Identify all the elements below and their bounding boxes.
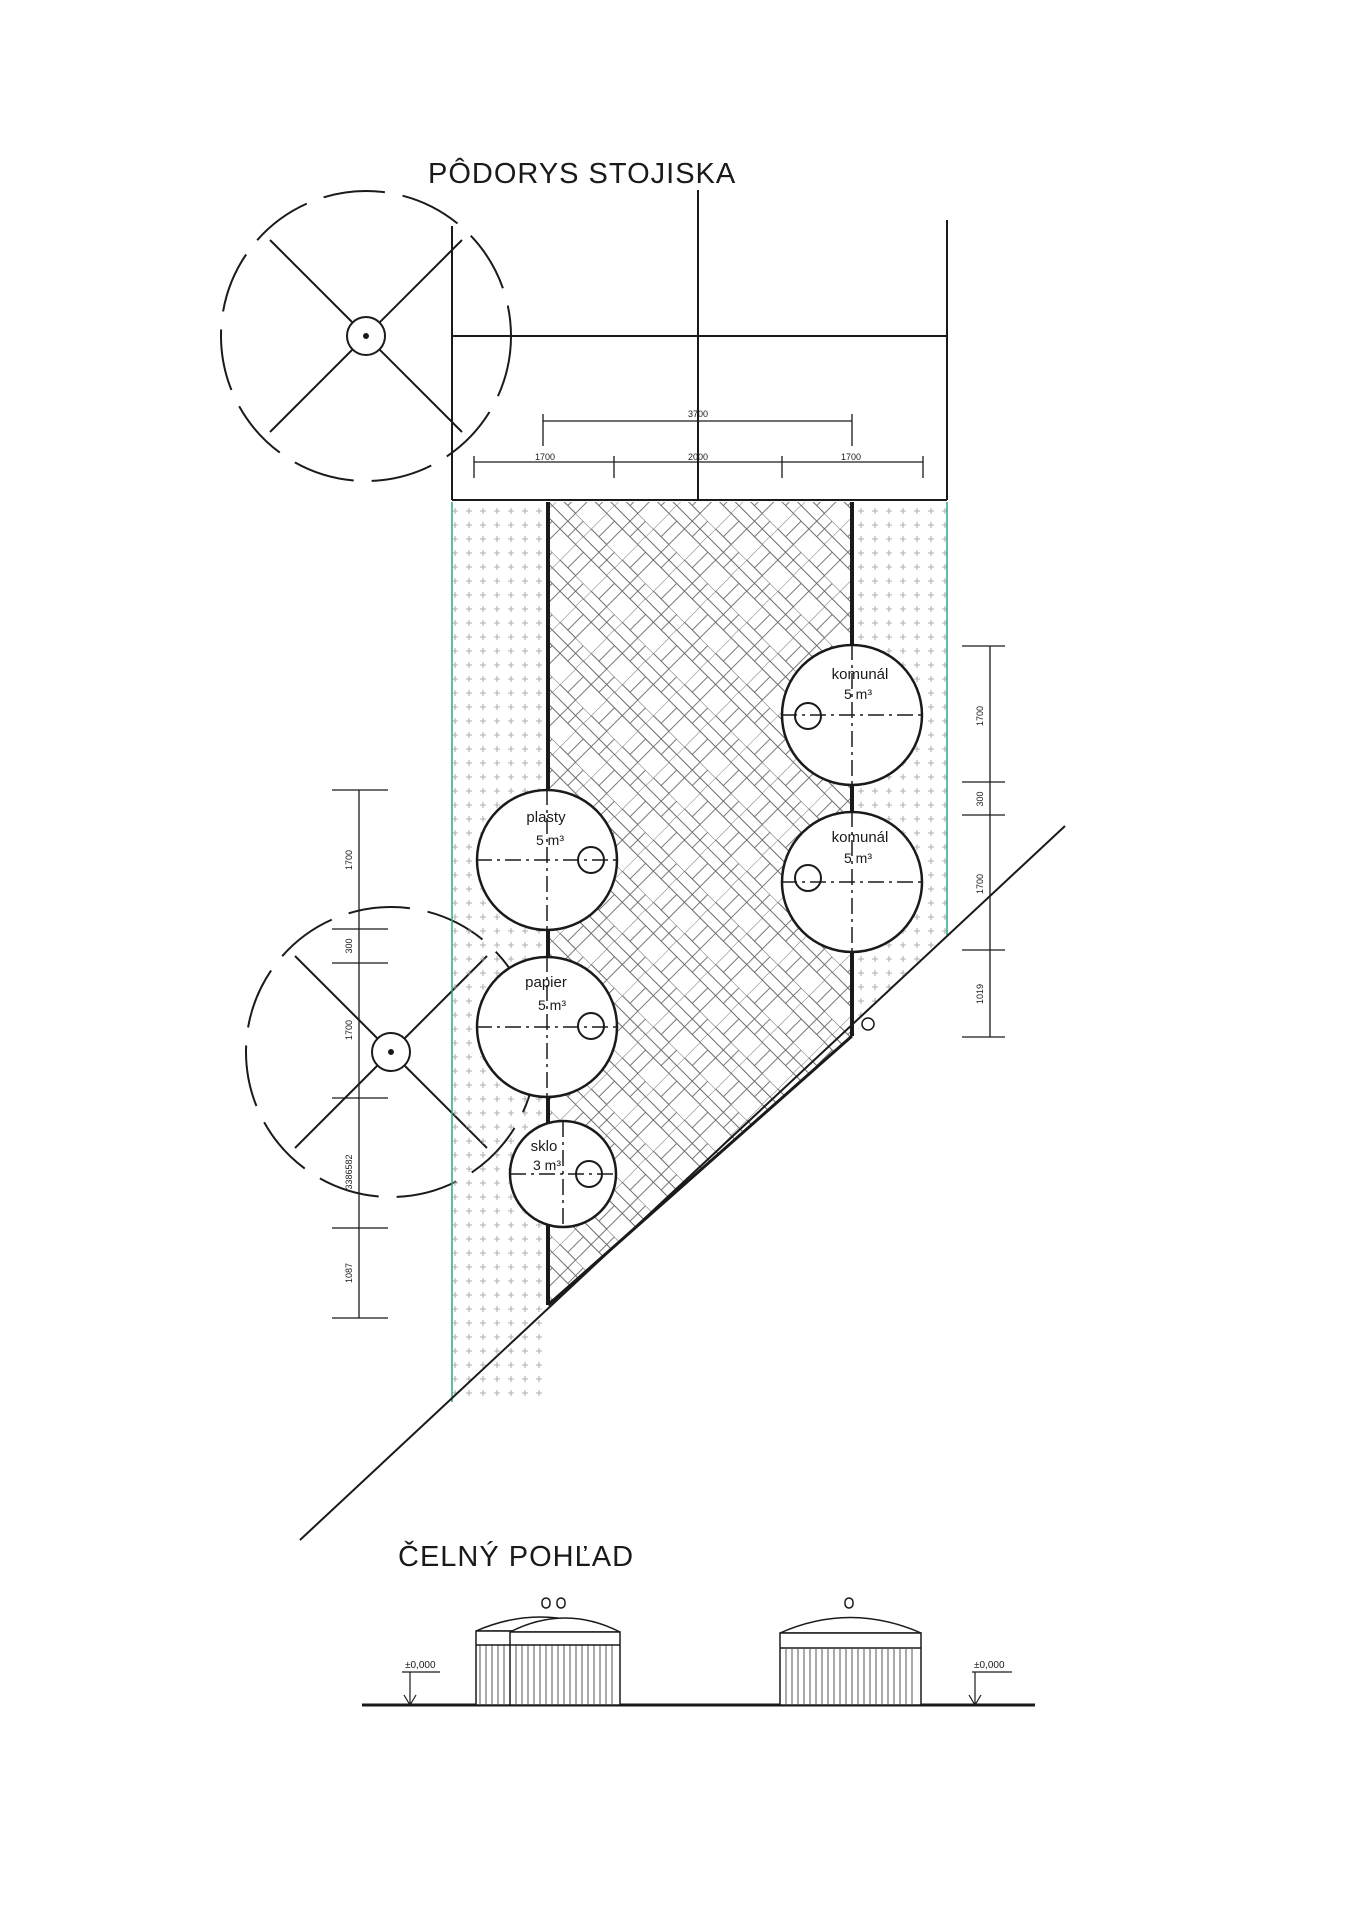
- front-view-title: ČELNÝ POHĽAD: [398, 1541, 635, 1573]
- plan-title: PÔDORYS STOJISKA: [428, 158, 737, 190]
- container-label: komunál: [832, 666, 889, 683]
- site-frame: [451, 190, 948, 501]
- container-sklo: sklo 3 m³: [508, 1119, 618, 1229]
- container-plasty: plasty 5 m³: [475, 788, 619, 932]
- dim-right-3: 1700: [975, 874, 985, 894]
- container-komunal-2: komunál 5 m³: [780, 810, 924, 954]
- dim-right-1: 1700: [975, 706, 985, 726]
- level-label-right: ±0,000: [974, 1660, 1005, 1671]
- dimensions-left: [332, 789, 388, 1319]
- level-label-left: ±0,000: [405, 1660, 436, 1671]
- level-marker-left: [402, 1671, 440, 1707]
- container-papier: papier 5 m³: [475, 955, 619, 1099]
- dim-top-middle: 2000: [688, 452, 708, 462]
- front-view: ±0,000 ±0,000: [362, 1597, 1035, 1707]
- boundary-line: [299, 825, 1066, 1541]
- level-marker-right: [968, 1671, 1012, 1707]
- dim-left-1: 1700: [344, 850, 354, 870]
- dim-left-5: 1087: [344, 1263, 354, 1283]
- dimensions-top: [473, 414, 924, 478]
- dim-left-3: 1700: [344, 1020, 354, 1040]
- dim-right-4: 1019: [975, 984, 985, 1004]
- dim-top-left: 1700: [535, 452, 555, 462]
- dim-left-2: 300: [344, 938, 354, 953]
- dim-left-4: 3386582: [344, 1154, 354, 1189]
- container-volume: 3 m³: [533, 1157, 561, 1173]
- container-label: komunál: [832, 829, 889, 846]
- container-volume: 5 m³: [536, 832, 564, 848]
- boundary-marker: [861, 1017, 875, 1031]
- container-label: sklo: [531, 1138, 558, 1155]
- dim-top-total: 3700: [688, 409, 708, 419]
- container-label: papier: [525, 974, 567, 991]
- container-volume: 5 m³: [844, 686, 872, 702]
- front-container-right: [779, 1597, 922, 1706]
- container-komunal-1: komunál 5 m³: [780, 643, 924, 787]
- dim-top-right: 1700: [841, 452, 861, 462]
- dim-right-2: 300: [975, 791, 985, 806]
- container-volume: 5 m³: [538, 997, 566, 1013]
- container-volume: 5 m³: [844, 850, 872, 866]
- front-container-left-group: [475, 1597, 621, 1706]
- dimensions-right: [962, 645, 1005, 1038]
- container-label: plasty: [526, 809, 566, 826]
